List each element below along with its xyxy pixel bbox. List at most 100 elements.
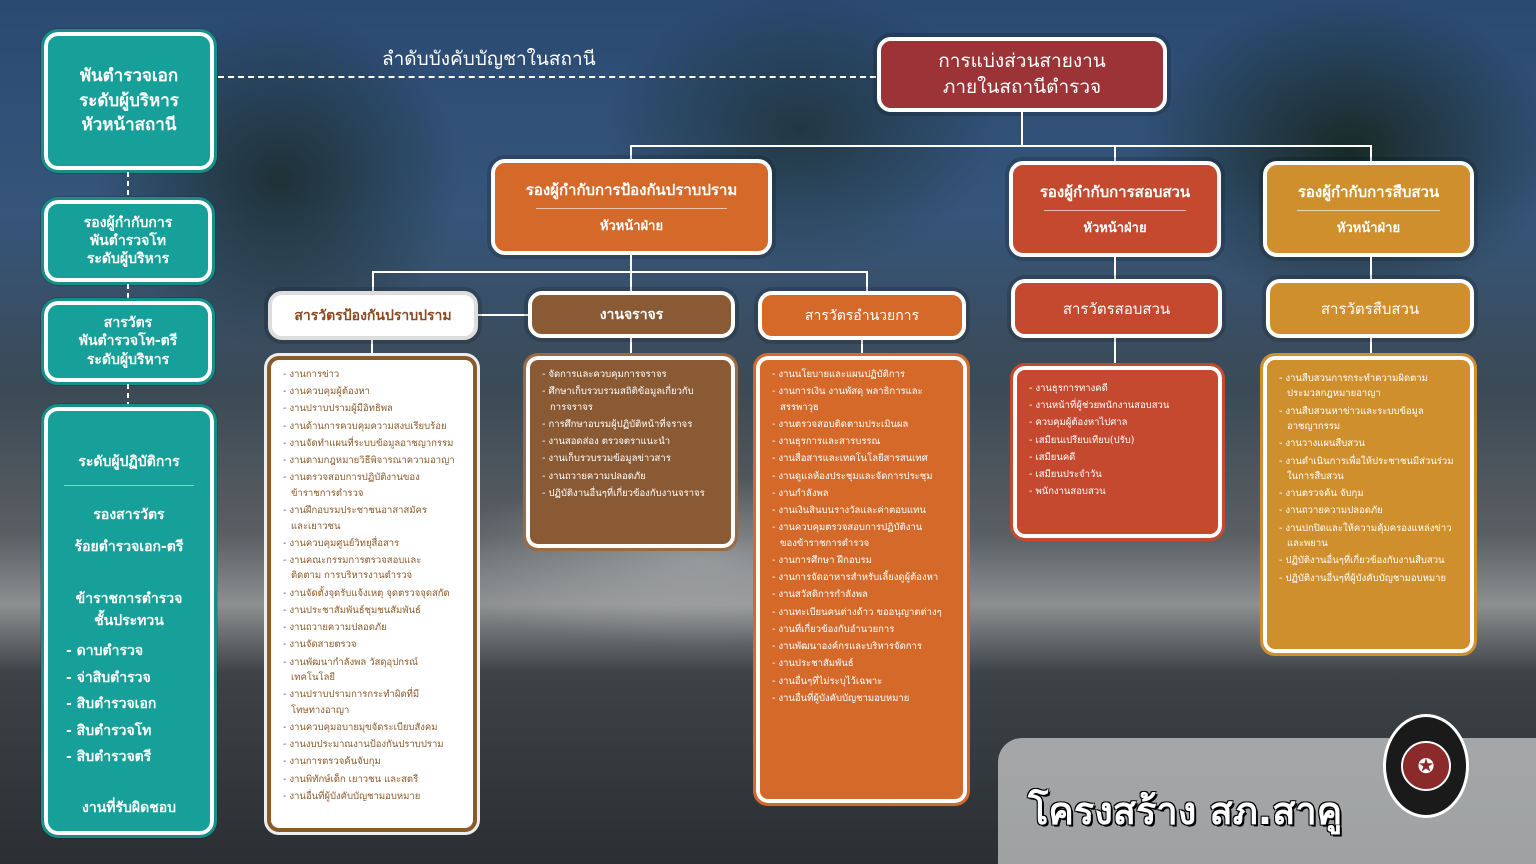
connector: [372, 271, 868, 273]
connector: [1114, 257, 1116, 279]
unit-investigation: สารวัตรสืบสวน: [1266, 279, 1474, 338]
admin-duty-list: - งานนโยบายและแผนปฏิบัติการ - งานการเงิน …: [753, 353, 970, 806]
duty-item: - งานปราบปรามการกระทำผิดที่มีโทษทางอาญา: [283, 689, 420, 716]
connector: [1114, 145, 1116, 161]
duty-item: - งานการเงิน งานพัสดุ พลาธิการและสรรพาวุ…: [772, 386, 923, 413]
duty-item: - เสมียนประจำวัน: [1029, 469, 1102, 481]
connector: [371, 340, 373, 356]
duty-item: - งานจัดทำแผนที่ระบบข้อมูลอาชญากรรม: [283, 437, 454, 449]
rank-item: - ดาบตำรวจ: [66, 643, 144, 659]
duty-item: - งานกำลังพล: [772, 487, 829, 499]
deputy-title: รองผู้กำกับการสอบสวน: [1039, 183, 1191, 201]
duty-item: - งานวางแผนสืบสวน: [1279, 438, 1365, 450]
rank-item: - จ่าสิบตำรวจ: [66, 669, 151, 686]
duty-item: - งานการตรวจค้นจับกุม: [283, 756, 381, 768]
deputy-subtitle: หัวหน้าฝ่าย: [1043, 210, 1187, 238]
duty-item: - งานอื่นๆที่ไม่ระบุไว้เฉพาะ: [772, 675, 883, 687]
unit-prevention: สารวัตรป้องกันปราบปราม: [268, 291, 478, 340]
command-caption: ลำดับบังคับบัญชาในสถานี: [382, 48, 596, 70]
operational-title: ระดับผู้ปฏิบัติการ: [64, 451, 194, 486]
division-subtitle: ภายในสถานีตำรวจ: [942, 75, 1102, 98]
unit-label: สารวัตรอำนวยการ: [804, 307, 920, 324]
rank-item: ชั้นประทวน: [94, 613, 164, 629]
dashed-connector: [218, 76, 876, 78]
connector: [1370, 338, 1372, 356]
duty-item: - งานด้านการควบคุมความสงบเรียบร้อย: [283, 420, 447, 432]
duty-item: - งานปราบปรามผู้มีอิทธิพล: [283, 403, 393, 415]
duty-item: - การศึกษาอบรมผู้ปฏิบัติหน้าที่จราจร: [542, 418, 693, 430]
duty-item: - งานจัดสายตรวจ: [283, 639, 357, 651]
deputy-rank: พันตำรวจโท: [89, 232, 167, 249]
duty-item: - งานพัฒนาองค์กรและบริหารจัดการ: [772, 641, 922, 653]
deputy-subtitle: หัวหน้าฝ่าย: [1297, 210, 1440, 238]
connector: [1370, 257, 1372, 279]
division-title-box: การแบ่งส่วนสายงาน ภายในสถานีตำรวจ: [877, 37, 1167, 112]
duty-item: - งานการศึกษา ฝึกอบรม: [772, 554, 872, 566]
duty-item: - ควบคุมผู้ต้องหาไปศาล: [1029, 417, 1128, 429]
duty-item: - งานธุรการและสารบรรณ: [772, 436, 881, 448]
connector: [127, 172, 129, 198]
chief-box: พันตำรวจเอก ระดับผู้บริหาร หัวหน้าสถานี: [41, 29, 217, 173]
chief-title: หัวหน้าสถานี: [81, 115, 177, 136]
operational-box: ระดับผู้ปฏิบัติการ รองสารวัตร ร้อยตำรวจเ…: [41, 404, 217, 838]
deputy-level: ระดับผู้บริหาร: [86, 251, 170, 268]
division-title: การแบ่งส่วนสายงาน: [938, 49, 1106, 72]
unit-label: สารวัตรสอบสวน: [1062, 299, 1171, 318]
duty-item: - งานอื่นที่ผู้บังคับบัญชามอบหมาย: [283, 790, 421, 802]
duty-item: - งานดำเนินการเพื่อให้ประชาชนมีส่วนร่วมใ…: [1279, 455, 1454, 483]
inspector-title: สารวัตร: [103, 315, 153, 332]
responsibility-label: งานที่รับผิดชอบ: [82, 799, 176, 816]
duty-item: - งานถวายความปลอดภัย: [1279, 505, 1383, 517]
connector: [1370, 145, 1372, 161]
rank-list: - ดาบตำรวจ - จ่าสิบตำรวจ - สิบตำรวจเอก -…: [48, 638, 156, 771]
duty-item: - งานสืบสวนการกระทำความผิดตามประมวลกฎหมา…: [1279, 373, 1428, 400]
deputy-subtitle: หัวหน้าฝ่าย: [535, 208, 728, 236]
rank-item: ร้อยตำรวจเอก-ตรี: [74, 539, 184, 555]
duty-item: - งานควบคุมผู้ต้องหา: [283, 386, 370, 398]
duty-item: - งานปกปิดและให้ความคุ้มครองแหล่งข่าวและ…: [1279, 522, 1452, 550]
duty-item: - งานคณะกรรมการตรวจสอบและติดตาม การบริหา…: [283, 554, 422, 582]
connector: [1114, 338, 1116, 366]
duty-item: - งานถวายความปลอดภัย: [283, 622, 387, 634]
connector: [630, 145, 1372, 147]
rank-item: - สิบตำรวจตรี: [66, 749, 152, 766]
traffic-duty-list: - จัดการและควบคุมการจราจร- ศึกษาเก็บรวบร…: [523, 353, 738, 551]
connector: [372, 271, 374, 291]
duty-item: - จัดการและควบคุมการจราจร: [542, 369, 667, 380]
duty-item: - เสมียนคดี: [1029, 451, 1076, 463]
duty-item: - งานการจัดอาหารสำหรับเลี้ยงดูผู้ต้องหา: [772, 572, 939, 584]
duty-item: - งานถวายความปลอดภัย: [542, 470, 646, 482]
duty-item: - งานอื่นที่ผู้บังคับบัญชามอบหมาย: [772, 692, 910, 704]
chief-rank: พันตำรวจเอก: [79, 66, 179, 87]
duty-item: - งานทะเบียนคนต่างด้าว ขออนุญาตต่างๆ: [772, 606, 942, 618]
duty-item: - งานดูแลห้องประชุมและจัดการประชุม: [772, 470, 933, 482]
prevention-duty-list: - งานการข่าว- งานควบคุมผู้ต้องหา- งานปรา…: [264, 353, 480, 835]
page-title: โครงสร้าง สภ.สาคู: [1028, 789, 1343, 833]
unit-admin: สารวัตรอำนวยการ: [758, 291, 966, 340]
duty-item: - งานนโยบายและแผนปฏิบัติการ: [772, 369, 906, 380]
duty-item: - งานจัดตั้งจุดรับแจ้งเหตุ จุดตรวจจุดสกั…: [283, 587, 450, 599]
unit-label: งานจราจร: [599, 306, 664, 323]
unit-label: สารวัตรป้องกันปราบปราม: [294, 307, 452, 324]
police-logo: ✪: [1383, 714, 1469, 818]
duty-item: - งานตรวจสอบติดตามประเมินผล: [772, 418, 909, 430]
connector: [866, 271, 868, 291]
deputy-title: รองผู้กำกับการ: [83, 214, 173, 231]
emblem-icon: ✪: [1401, 741, 1451, 791]
duty-item: - งานสวัสดิการกำลังพล: [772, 589, 868, 601]
deputy-box: รองผู้กำกับการ พันตำรวจโท ระดับผู้บริหาร: [41, 197, 215, 285]
duty-item: - งานหน้าที่ผู้ช่วยพนักงานสอบสวน: [1029, 400, 1170, 412]
rank-item: รองสารวัตร: [93, 507, 165, 523]
connector: [861, 340, 863, 356]
duty-item: - งานพัฒนากำลังพล วัสดุอุปกรณ์เทคโนโลยี: [283, 656, 418, 684]
duty-item: - งานตรวจค้น จับกุม: [1279, 488, 1364, 500]
duty-item: - เสมียนเปรียบเทียบ(ปรับ): [1029, 434, 1135, 446]
duty-item: - ปฏิบัติงานอื่นๆที่ผู้บังคับบัญชามอบหมา…: [1279, 572, 1447, 584]
rank-item: ข้าราชการตำรวจ: [75, 591, 183, 607]
connector: [478, 314, 528, 316]
unit-inquiry: สารวัตรสอบสวน: [1011, 279, 1222, 338]
duty-item: - งานสอดส่อง ตรวจตราแนะนำ: [542, 436, 671, 448]
investigation-duty-list: - งานสืบสวนการกระทำความผิดตามประมวลกฎหมา…: [1260, 353, 1477, 656]
rank-item: - สิบตำรวจโท: [66, 722, 152, 739]
deputy-title: รองผู้กำกับการป้องกันปราบปราม: [525, 181, 738, 199]
